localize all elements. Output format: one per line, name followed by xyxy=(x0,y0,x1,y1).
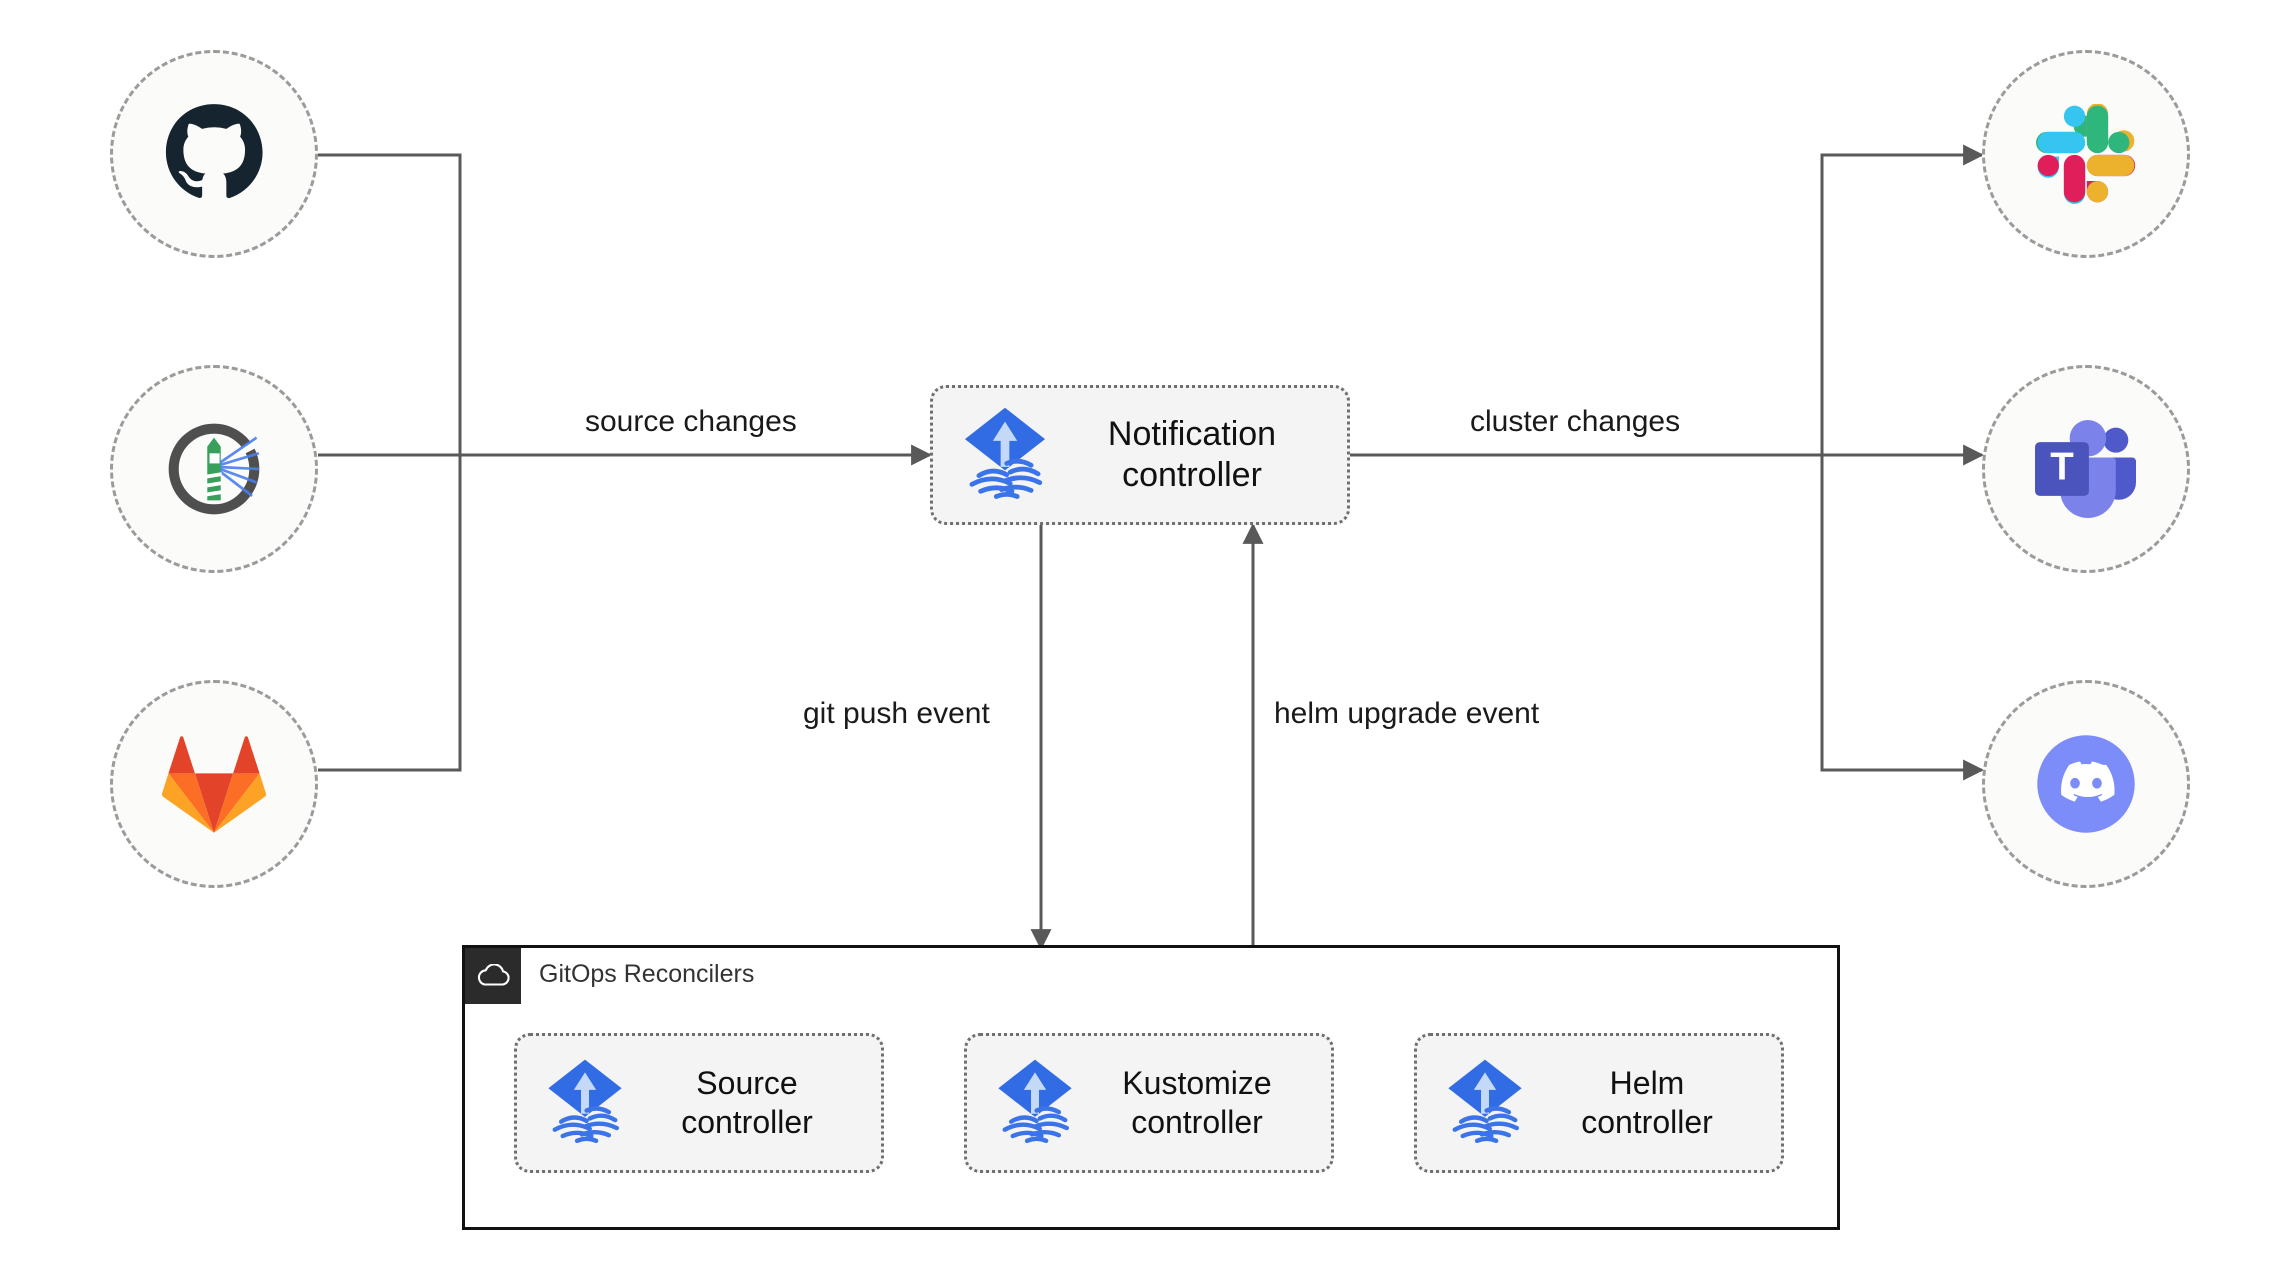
destination-node-discord[interactable] xyxy=(1982,680,2190,888)
source-node-harbor[interactable] xyxy=(110,365,318,573)
edge-label-cluster-changes: cluster changes xyxy=(1460,403,1691,441)
harbor-icon xyxy=(158,413,270,525)
cloud-icon xyxy=(465,948,521,1004)
flux-icon xyxy=(995,1058,1075,1149)
kustomize-controller-node[interactable]: Kustomize controller xyxy=(964,1033,1334,1173)
github-icon xyxy=(162,102,266,206)
source-node-github[interactable] xyxy=(110,50,318,258)
edge-to-discord xyxy=(1820,455,1985,781)
slack-icon xyxy=(2036,104,2136,204)
flux-icon xyxy=(961,406,1049,505)
edge-label-source-changes: source changes xyxy=(575,403,807,441)
gitlab-icon xyxy=(161,734,267,834)
teams-icon: T xyxy=(2033,419,2139,519)
source-node-gitlab[interactable] xyxy=(110,680,318,888)
svg-text:T: T xyxy=(2050,446,2074,489)
edge-to-slack xyxy=(1820,144,1985,455)
destination-node-teams[interactable]: T xyxy=(1982,365,2190,573)
notification-controller-node[interactable]: Notification controller xyxy=(930,385,1350,525)
flux-icon xyxy=(1445,1058,1525,1149)
source-controller-label: Source controller xyxy=(681,1064,813,1140)
source-controller-node[interactable]: Source controller xyxy=(514,1033,884,1173)
edge-label-helm-upgrade-event: helm upgrade event xyxy=(1264,695,1550,733)
flux-icon xyxy=(545,1058,625,1149)
destination-node-slack[interactable] xyxy=(1982,50,2190,258)
discord-icon xyxy=(2028,726,2144,842)
gitops-reconcilers-title: GitOps Reconcilers xyxy=(539,960,755,988)
helm-controller-node[interactable]: Helm controller xyxy=(1414,1033,1784,1173)
edge-label-git-push-event: git push event xyxy=(793,695,1000,733)
kustomize-controller-label: Kustomize controller xyxy=(1122,1064,1272,1140)
helm-controller-label: Helm controller xyxy=(1581,1064,1713,1140)
notification-controller-label: Notification controller xyxy=(1107,414,1277,494)
edge-gitlab-to-bus xyxy=(318,455,462,772)
edge-github-to-bus xyxy=(318,153,462,455)
